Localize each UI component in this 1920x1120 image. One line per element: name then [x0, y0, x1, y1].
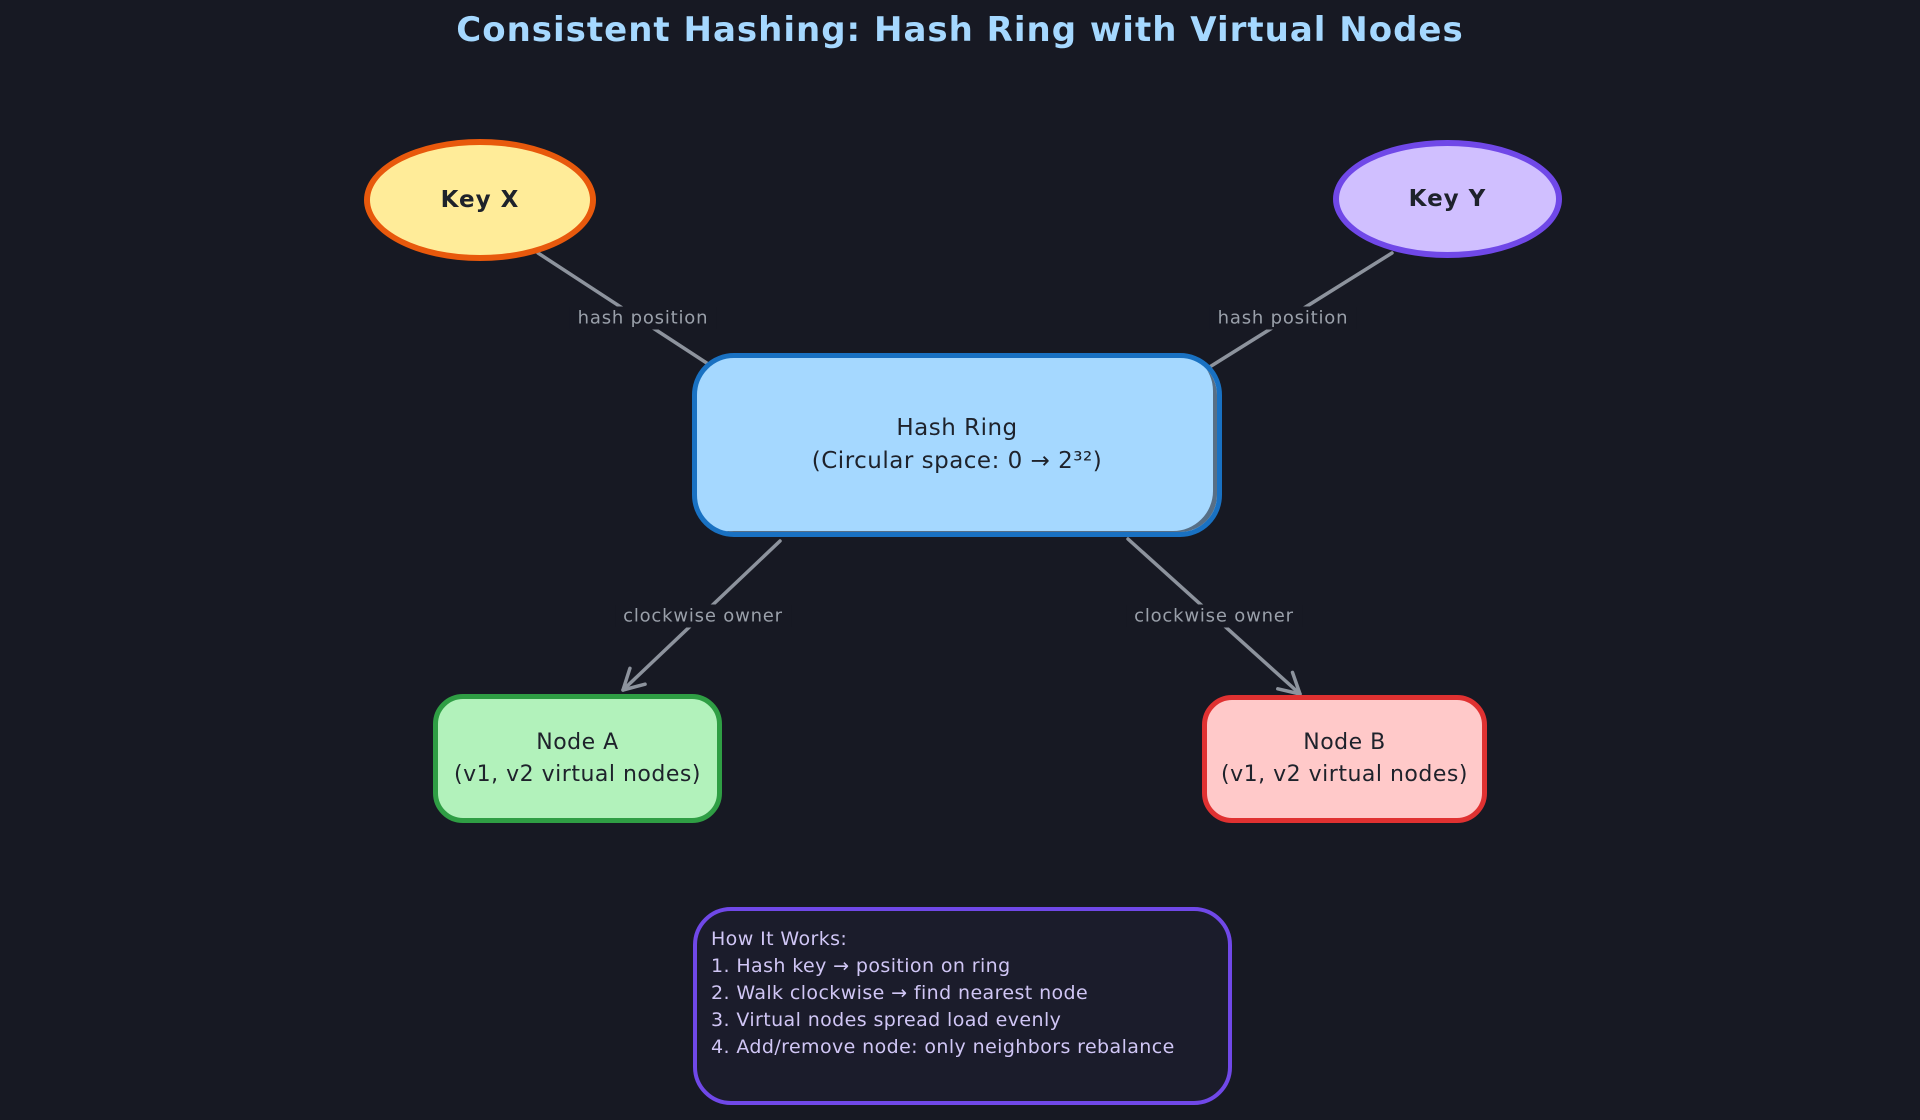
node-key-y: Key Y	[1333, 140, 1562, 258]
info-box-step-4: 4. Add/remove node: only neighbors rebal…	[711, 1036, 1175, 1058]
info-box-step-2: 2. Walk clockwise → find nearest node	[711, 982, 1089, 1004]
edge-label-hash-position-right: hash position	[1209, 306, 1357, 330]
node-key-x: Key X	[364, 139, 596, 261]
info-box-how-it-works: How It Works: 1. Hash key → position on …	[693, 907, 1232, 1105]
node-hash-ring-title: Hash Ring	[896, 414, 1018, 441]
node-a-title: Node A	[536, 729, 619, 755]
edge-label-clockwise-owner-left: clockwise owner	[615, 604, 791, 628]
info-box-step-3: 3. Virtual nodes spread load evenly	[711, 1009, 1062, 1031]
node-hash-ring: Hash Ring (Circular space: 0 → 2³²)	[692, 353, 1222, 537]
node-b-title: Node B	[1303, 730, 1386, 756]
node-hash-ring-subtitle: (Circular space: 0 → 2³²)	[811, 448, 1103, 474]
diagram-title: Consistent Hashing: Hash Ring with Virtu…	[456, 10, 1464, 50]
node-a-subtitle: (v1, v2 virtual nodes)	[454, 761, 701, 787]
edge-label-clockwise-owner-right: clockwise owner	[1126, 604, 1302, 628]
node-b-subtitle: (v1, v2 virtual nodes)	[1221, 762, 1468, 787]
edge-label-hash-position-left: hash position	[569, 306, 717, 330]
node-a: Node A (v1, v2 virtual nodes)	[433, 694, 722, 823]
node-b: Node B (v1, v2 virtual nodes)	[1202, 695, 1487, 823]
node-key-y-label: Key Y	[1408, 186, 1487, 212]
node-key-x-label: Key X	[440, 187, 520, 213]
info-box-step-1: 1. Hash key → position on ring	[711, 955, 1011, 977]
info-box-heading: How It Works:	[711, 928, 848, 950]
